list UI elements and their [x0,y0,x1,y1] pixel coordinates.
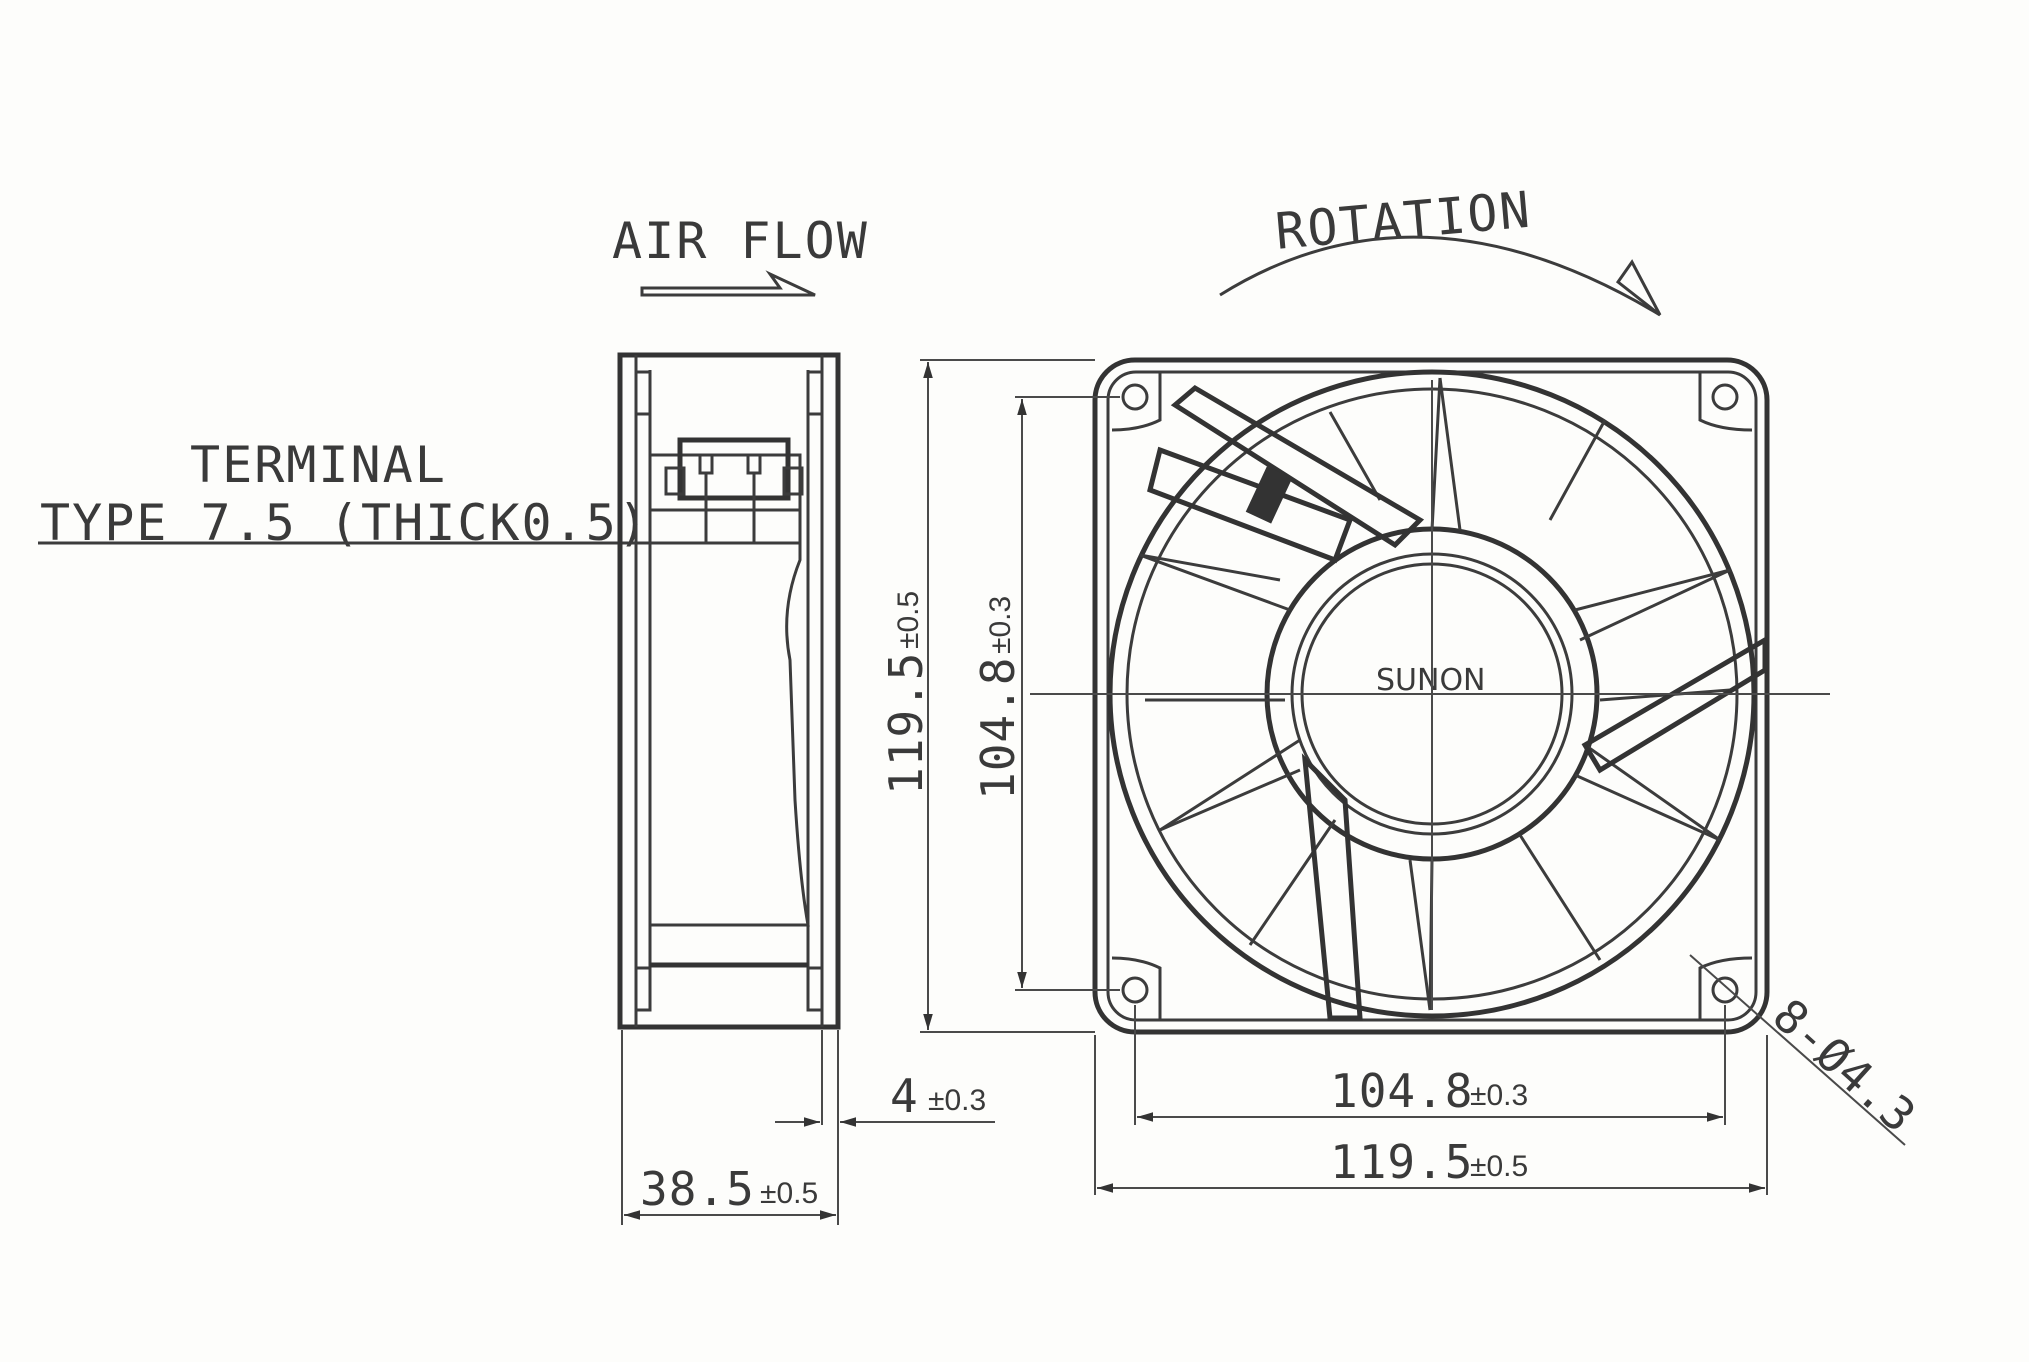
depth-dimension-tolerance: ±0.5 [760,1177,818,1210]
air-flow-arrow-icon [640,270,816,297]
outer-width-dimension-tolerance: ±0.5 [1470,1150,1528,1183]
front-view-dimensions: 119.5 ±0.5 104.8 ±0.3 104.8 ±0.3 119.5 ±… [879,359,1927,1195]
fan-struts [1147,384,1768,1021]
rotation-indicator: ROTATION [1219,181,1662,317]
terminal-block [650,437,804,543]
rotation-arrow-icon [1219,235,1661,317]
terminal-callout: TERMINAL TYPE 7.5 (THICK0.5) [38,436,800,552]
hole-width-dimension-tolerance: ±0.3 [1470,1079,1528,1112]
flange-dimension-tolerance: ±0.3 [928,1084,986,1117]
fan-blades [1139,377,1731,1011]
depth-dimension-value: 38.5 [640,1162,755,1216]
mounting-hole [1711,976,1739,1004]
air-flow-label: AIR FLOW [612,212,869,270]
terminal-label-line1: TERMINAL [190,436,447,494]
hole-width-dimension-value: 104.8 [1330,1064,1473,1118]
fan-frame-outline [1092,357,1770,1035]
outer-height-dimension-value: 119.5 [879,652,933,795]
hole-height-dimension-value: 104.8 [971,657,1025,800]
rotation-arrowhead-icon [1615,259,1662,317]
holes-leader-line [1689,954,1906,1146]
hole-height-dimension-tolerance: ±0.3 [984,596,1017,654]
side-view-dimensions: 38.5 ±0.5 4 ±0.3 [621,1030,995,1225]
flange-dimension-value: 4 [890,1069,919,1123]
cable-clip [1245,466,1293,524]
outer-height-dimension-tolerance: ±0.5 [892,591,925,649]
fan-side-view [617,352,841,1030]
air-flow-indicator: AIR FLOW [612,212,869,297]
holes-callout-label: 8-Ø4.3 [1763,988,1927,1143]
mounting-hole [1121,383,1149,411]
mounting-hole [1711,383,1739,411]
outer-width-dimension-value: 119.5 [1330,1135,1473,1189]
side-view-outline [617,352,841,1030]
mounting-holes [1111,372,1753,1020]
rotation-label: ROTATION [1273,181,1534,261]
brand-label: SUNON [1376,663,1486,698]
mounting-hole [1121,976,1149,1004]
fan-front-view: SUNON [1030,357,1830,1035]
